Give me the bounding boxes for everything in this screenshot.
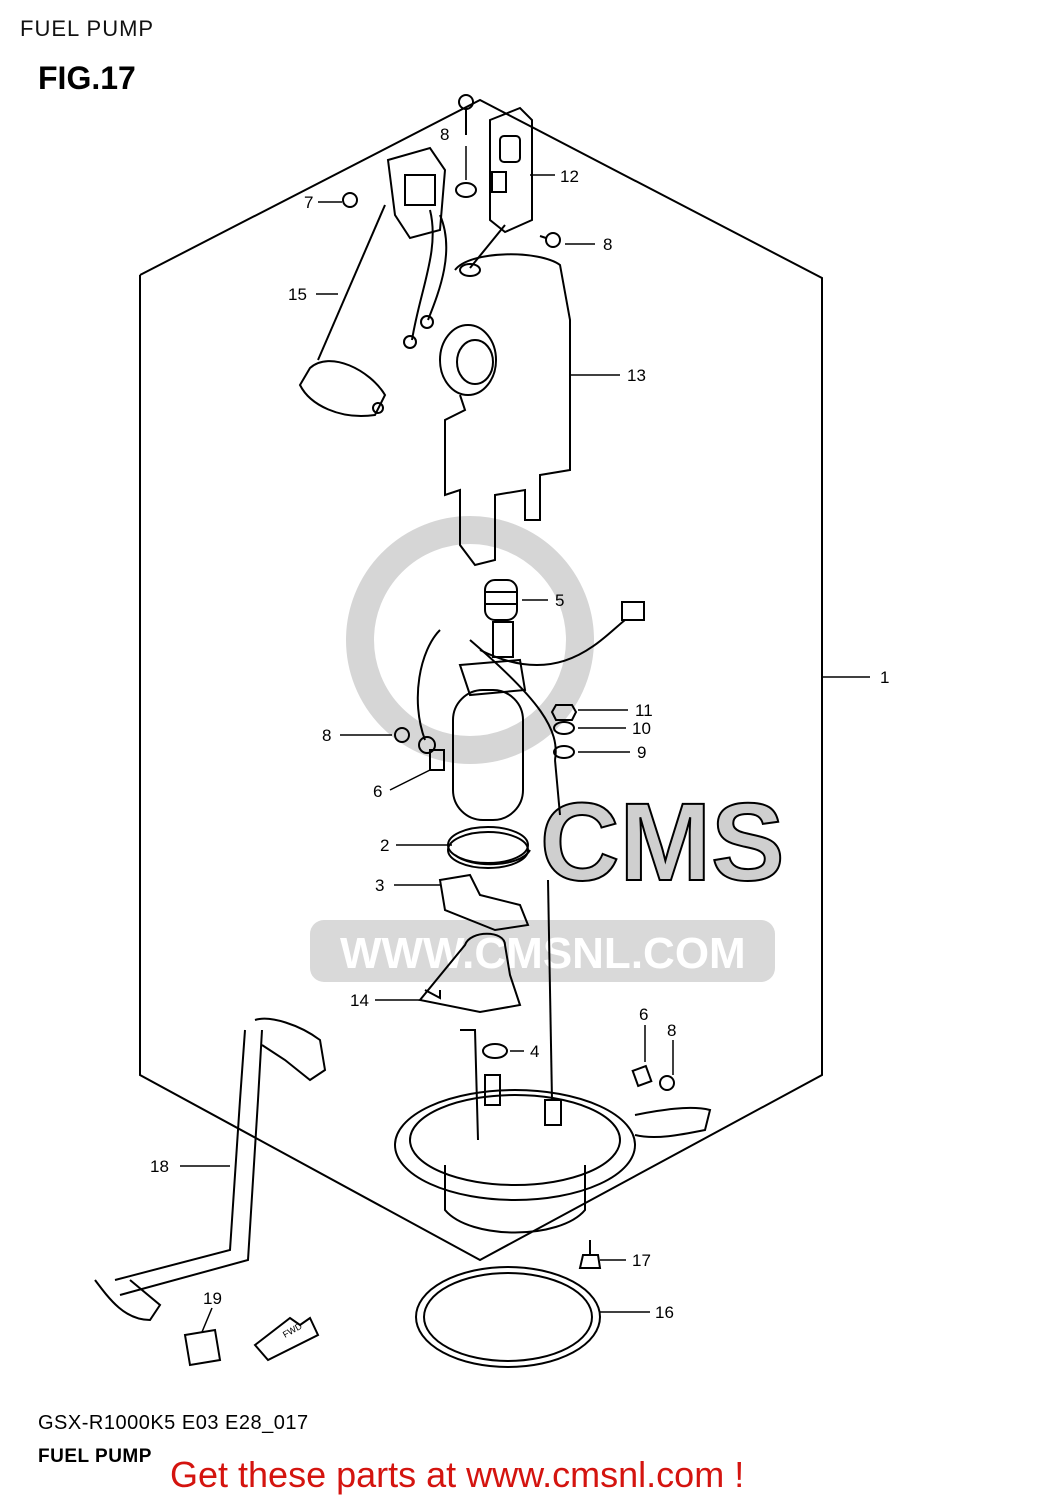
part-7-screw [342, 192, 358, 208]
callout-9: 9 [637, 743, 646, 762]
callout-4: 4 [530, 1042, 539, 1061]
part-16-gasket [415, 1266, 601, 1368]
callout-11: 11 [635, 701, 653, 720]
callout-8-mid: 8 [322, 726, 331, 745]
watermark-brand: CMS [540, 781, 784, 904]
callout-3: 3 [375, 876, 384, 895]
watermark-url: WWW.CMSNL.COM [340, 929, 746, 978]
part-2-filter [447, 826, 531, 869]
part-17-bolt [578, 1240, 602, 1269]
part-5-damper [484, 579, 518, 621]
watermark-url-bg [310, 920, 775, 982]
section-title: FUEL PUMP [20, 16, 155, 41]
pump-base-plate [394, 879, 712, 1234]
figure-caption: FUEL PUMP [38, 1446, 152, 1467]
part-8-screw-right [539, 232, 561, 248]
part-4-o-ring [482, 1043, 508, 1059]
part-19-clamp [183, 1328, 222, 1367]
callout-8-low: 8 [667, 1021, 676, 1040]
part-6-clip-low [631, 1064, 653, 1088]
part-3-holder [438, 873, 530, 932]
callout-16: 16 [655, 1303, 674, 1322]
callout-2: 2 [380, 836, 389, 855]
washer-top [455, 182, 477, 198]
callout-19: 19 [203, 1289, 222, 1308]
parts-9-10-11-hardware [550, 704, 578, 759]
callout-10: 10 [632, 719, 651, 738]
callout-17: 17 [632, 1251, 651, 1270]
part-6-clip-mid [429, 749, 445, 771]
part-13-pump-cover [439, 224, 571, 567]
part-14-strainer [418, 932, 522, 1014]
callout-18: 18 [150, 1157, 169, 1176]
callout-13: 13 [627, 366, 646, 385]
callout-8-top: 8 [440, 125, 449, 144]
cms-watermark: CMS WWW.CMSNL.COM [310, 516, 785, 982]
callout-1: 1 [880, 668, 889, 687]
callout-6-low: 6 [639, 1005, 648, 1024]
forward-arrow-icon: FWD [253, 1316, 320, 1362]
figure-number: FIG.17 [38, 60, 136, 96]
callout-14: 14 [350, 991, 369, 1010]
promo-link[interactable]: Get these parts at www.cmsnl.com ! [170, 1454, 745, 1495]
callout-12: 12 [560, 167, 579, 186]
leader-lines [180, 146, 870, 1333]
part-8-screw-low [659, 1075, 675, 1091]
part-16-gasket-inner [423, 1272, 593, 1362]
assembly-boundary [139, 98, 823, 1262]
callout-8-right: 8 [603, 235, 612, 254]
model-code: GSX-R1000K5 E03 E28_017 [38, 1412, 309, 1434]
callout-15: 15 [288, 285, 307, 304]
part-18-fuel-hose [94, 1017, 327, 1322]
callout-6-mid: 6 [373, 782, 382, 801]
part-15-level-sender [298, 146, 448, 417]
callout-labels: 8 12 7 8 15 13 5 1 11 10 9 8 6 2 3 14 4 … [150, 125, 889, 1322]
part-8-screw-top [458, 94, 474, 135]
part-8-screw-mid [394, 727, 410, 743]
callout-7: 7 [304, 193, 313, 212]
callout-5: 5 [555, 591, 564, 610]
part-12-bracket [489, 106, 533, 234]
